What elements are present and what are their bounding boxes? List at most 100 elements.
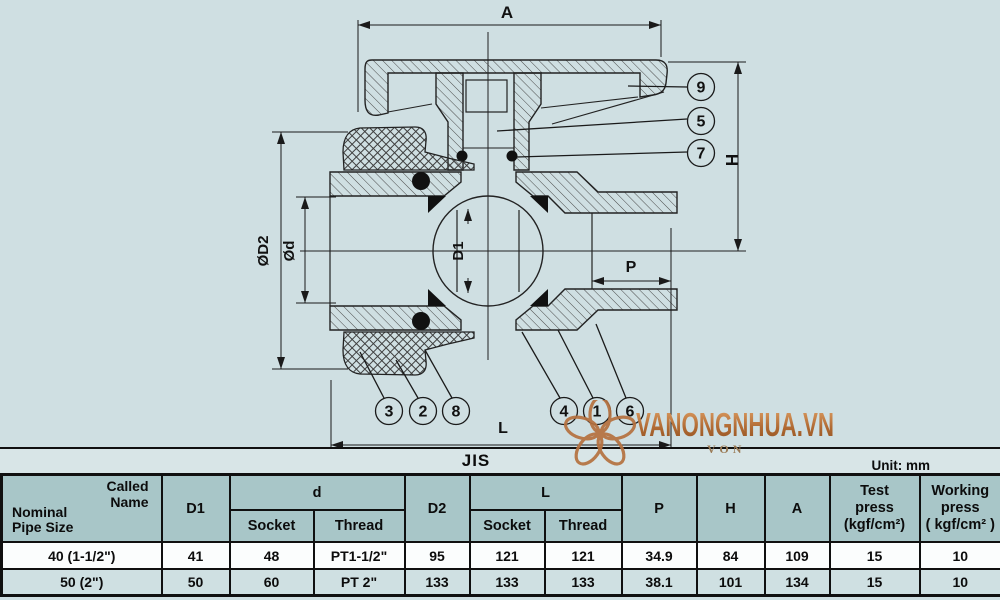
cell-l-socket: 121 — [468, 541, 546, 570]
union-oring-top — [412, 172, 430, 190]
cell-a: 109 — [763, 541, 831, 570]
col-header-h: H — [695, 473, 766, 543]
seat-top-left — [428, 196, 446, 213]
seat-top-right — [530, 196, 548, 213]
dimension-p: P — [592, 228, 672, 452]
part-callouts: 9 5 7 3 2 — [359, 72, 716, 426]
callout-7: 7 — [516, 138, 716, 168]
svg-text:7: 7 — [697, 146, 706, 163]
body-top-right-wall — [515, 171, 678, 214]
union-oring-bottom — [412, 312, 430, 330]
cell-d-thread: PT1-1/2" — [312, 541, 406, 570]
dim-label-od2: ØD2 — [255, 236, 272, 267]
col-header-test-press: Test press (kgf/cm²) — [828, 473, 921, 543]
dim-label-p: P — [626, 259, 637, 276]
cell-d2: 95 — [403, 541, 471, 570]
valve-cross-section-diagram: A H P L ØD2 — [255, 3, 746, 452]
unit-label: Unit: mm — [871, 458, 931, 473]
cell-working-press: 10 — [918, 568, 1000, 597]
dimension-od: Ød — [281, 196, 336, 304]
svg-text:8: 8 — [452, 404, 461, 421]
cell-p: 34.9 — [620, 541, 698, 570]
dimension-d1: D1 — [450, 209, 472, 293]
svg-text:2: 2 — [419, 404, 428, 421]
col-header-l-socket: Socket — [468, 509, 546, 543]
cell-d1: 50 — [160, 568, 231, 597]
dim-label-l: L — [498, 420, 508, 437]
ball-section — [412, 172, 548, 330]
svg-text:3: 3 — [385, 404, 394, 421]
col-header-d2: D2 — [403, 473, 471, 543]
union-nut-top — [342, 126, 475, 171]
col-header-d: d — [228, 473, 406, 511]
stem-square-head — [465, 79, 508, 113]
cell-test-press: 15 — [828, 541, 921, 570]
seat-bottom-right — [530, 289, 548, 306]
callout-5: 5 — [496, 106, 716, 136]
dimension-od2: ØD2 — [255, 131, 348, 370]
callout-9: 9 — [627, 72, 716, 102]
col-header-a: A — [763, 473, 831, 543]
union-nut-bottom — [342, 331, 475, 376]
callout-2: 2 — [395, 359, 438, 426]
body-bottom-right-wall — [515, 288, 678, 331]
col-header-nominal-pipe-size: Nominal Pipe Size — [12, 503, 74, 536]
svg-text:9: 9 — [697, 80, 706, 97]
corner-header-cell: Called Name Nominal Pipe Size — [0, 473, 163, 543]
body-bottom-left-wall — [329, 305, 462, 331]
handle-plate — [364, 59, 668, 117]
cell-l-thread: 121 — [543, 541, 623, 570]
dim-label-h: H — [722, 154, 741, 166]
union-nut-knurl — [342, 126, 475, 376]
table-title-band: JIS Unit: mm — [0, 447, 1000, 473]
cell-size: 50 (2") — [0, 568, 163, 597]
callout-4: 4 — [521, 331, 579, 426]
cell-l-thread: 133 — [543, 568, 623, 597]
svg-text:5: 5 — [697, 114, 706, 131]
col-header-d-thread: Thread — [312, 509, 406, 543]
handle-section — [364, 59, 668, 171]
cell-test-press: 15 — [828, 568, 921, 597]
spec-table-zone: JIS Unit: mm Called Name Nominal Pipe Si… — [0, 447, 1000, 597]
cell-size: 40 (1-1/2") — [0, 541, 163, 570]
cell-h: 101 — [695, 568, 766, 597]
dimension-spec-table: Called Name Nominal Pipe Size D1 d D2 L … — [0, 473, 1000, 597]
cell-l-socket: 133 — [468, 568, 546, 597]
dim-label-od: Ød — [281, 241, 298, 262]
col-header-l: L — [468, 473, 623, 511]
cell-d-thread: PT 2" — [312, 568, 406, 597]
col-header-l-thread: Thread — [543, 509, 623, 543]
cell-d2: 133 — [403, 568, 471, 597]
body-top-left-wall — [329, 171, 462, 197]
table-row: 40 (1-1/2") 41 48 PT1-1/2" 95 121 121 34… — [0, 541, 1000, 570]
svg-text:4: 4 — [560, 404, 569, 421]
cell-d-socket: 48 — [228, 541, 315, 570]
col-header-d1: D1 — [160, 473, 231, 543]
cell-h: 84 — [695, 541, 766, 570]
table-standard-title: JIS — [461, 451, 491, 470]
callout-3: 3 — [359, 351, 404, 426]
callout-8: 8 — [424, 349, 471, 426]
handle-hub-right-wall — [513, 72, 542, 171]
cell-working-press: 10 — [918, 541, 1000, 570]
cell-d1: 41 — [160, 541, 231, 570]
table-row: 50 (2") 50 60 PT 2" 133 133 133 38.1 101… — [0, 568, 1000, 597]
col-header-called-name: Called Name — [106, 478, 149, 510]
cell-p: 38.1 — [620, 568, 698, 597]
stem-oring-right — [506, 150, 518, 162]
cell-a: 134 — [763, 568, 831, 597]
handle-wing-lines — [387, 91, 665, 125]
col-header-p: P — [620, 473, 698, 543]
svg-text:1: 1 — [593, 404, 602, 421]
stem-oring-left — [456, 150, 468, 162]
dimension-h: H — [668, 61, 746, 251]
svg-text:6: 6 — [626, 404, 635, 421]
dim-label-d1: D1 — [450, 241, 467, 260]
dimension-a: A — [357, 3, 662, 112]
col-header-working-press: Working press ( kgf/cm² ) — [918, 473, 1000, 543]
col-header-d-socket: Socket — [228, 509, 315, 543]
dim-label-a: A — [501, 3, 513, 22]
ball-outline — [432, 195, 544, 307]
cell-d-socket: 60 — [228, 568, 315, 597]
